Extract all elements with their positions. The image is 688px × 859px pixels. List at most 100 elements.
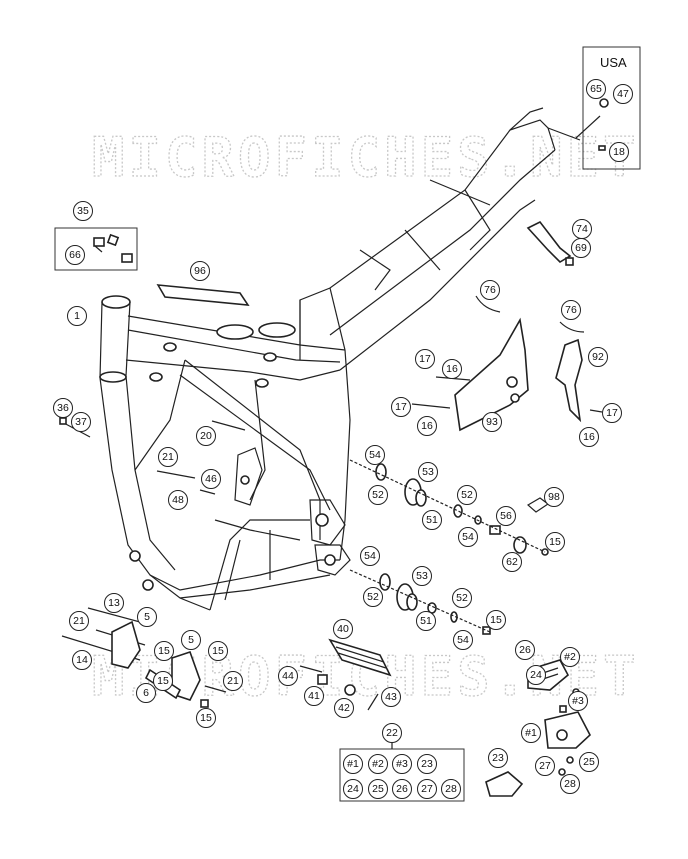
callout-label: 53 bbox=[416, 570, 428, 582]
callout-label: 54 bbox=[462, 531, 474, 543]
callout-label: 54 bbox=[369, 449, 381, 461]
callout-c-47: 47 bbox=[613, 84, 633, 104]
callout-label: 5 bbox=[188, 634, 194, 646]
callout-c-h1b: #1 bbox=[343, 754, 363, 774]
callout-label: 21 bbox=[162, 451, 174, 463]
callout-label: 17 bbox=[419, 353, 431, 365]
callout-label: 15 bbox=[200, 712, 212, 724]
callout-c-27a: 27 bbox=[535, 756, 555, 776]
callout-label: 5 bbox=[144, 611, 150, 623]
callout-c-21b: 21 bbox=[69, 611, 89, 631]
callout-c-52c: 52 bbox=[363, 587, 383, 607]
callout-c-40: 40 bbox=[333, 619, 353, 639]
callout-c-26a: 26 bbox=[515, 640, 535, 660]
callout-c-54a: 54 bbox=[365, 445, 385, 465]
callout-c-5b: 5 bbox=[181, 630, 201, 650]
callout-c-23b: 23 bbox=[417, 754, 437, 774]
callout-label: 22 bbox=[386, 727, 398, 739]
callout-label: 16 bbox=[421, 420, 433, 432]
callout-c-22: 22 bbox=[382, 723, 402, 743]
main-frame bbox=[99, 107, 581, 611]
callout-c-54b: 54 bbox=[458, 527, 478, 547]
callout-label: 25 bbox=[372, 783, 384, 795]
callout-c-6: 6 bbox=[136, 683, 156, 703]
callout-c-25a: 25 bbox=[579, 752, 599, 772]
callout-label: 23 bbox=[421, 758, 433, 770]
callout-label: 56 bbox=[500, 510, 512, 522]
callout-c-15d: 15 bbox=[208, 641, 228, 661]
callout-label: 15 bbox=[212, 645, 224, 657]
callout-c-1: 1 bbox=[67, 306, 87, 326]
usa-label: USA bbox=[600, 55, 627, 70]
callout-c-27b: 27 bbox=[417, 779, 437, 799]
callout-c-16a: 16 bbox=[442, 359, 462, 379]
callout-label: 27 bbox=[421, 783, 433, 795]
callout-label: 46 bbox=[205, 473, 217, 485]
usa-inset-box: USA bbox=[575, 46, 641, 170]
callout-label: 15 bbox=[549, 536, 561, 548]
callout-c-17a: 17 bbox=[415, 349, 435, 369]
callout-c-14: 14 bbox=[72, 650, 92, 670]
callout-label: 17 bbox=[395, 401, 407, 413]
callout-c-h2a: #2 bbox=[560, 647, 580, 667]
callout-c-51b: 51 bbox=[416, 611, 436, 631]
callout-label: 52 bbox=[456, 592, 468, 604]
callout-c-48: 48 bbox=[168, 490, 188, 510]
callout-c-52d: 52 bbox=[452, 588, 472, 608]
upper-axle-hardware bbox=[349, 459, 549, 556]
callout-label: 25 bbox=[583, 756, 595, 768]
callout-c-25b: 25 bbox=[368, 779, 388, 799]
callout-c-53b: 53 bbox=[412, 566, 432, 586]
part-96-plate bbox=[156, 284, 250, 306]
callout-label: 96 bbox=[194, 265, 206, 277]
callout-label: 1 bbox=[74, 310, 80, 322]
callout-label: 53 bbox=[422, 466, 434, 478]
callout-label: 23 bbox=[492, 752, 504, 764]
callout-label: 52 bbox=[372, 489, 384, 501]
callout-label: 16 bbox=[446, 363, 458, 375]
callout-c-21a: 21 bbox=[158, 447, 178, 467]
callout-c-35: 35 bbox=[73, 201, 93, 221]
part-92-guard bbox=[555, 338, 583, 423]
callout-label: 51 bbox=[426, 514, 438, 526]
callout-label: 18 bbox=[613, 146, 625, 158]
callout-c-h3a: #3 bbox=[568, 691, 588, 711]
callout-c-15f: 15 bbox=[196, 708, 216, 728]
callout-c-h1a: #1 bbox=[521, 723, 541, 743]
callout-c-15c: 15 bbox=[154, 641, 174, 661]
callout-label: 48 bbox=[172, 494, 184, 506]
callout-c-15e: 15 bbox=[153, 671, 173, 691]
callout-c-24a: 24 bbox=[526, 665, 546, 685]
callout-label: 52 bbox=[461, 489, 473, 501]
callout-label: 44 bbox=[282, 670, 294, 682]
callout-c-5a: 5 bbox=[137, 607, 157, 627]
callout-c-13: 13 bbox=[104, 593, 124, 613]
lower-axle-hardware bbox=[349, 569, 491, 635]
callout-c-51a: 51 bbox=[422, 510, 442, 530]
callout-c-17b: 17 bbox=[391, 397, 411, 417]
callout-c-28b: 28 bbox=[441, 779, 461, 799]
callout-label: 54 bbox=[364, 550, 376, 562]
callout-c-24b: 24 bbox=[343, 779, 363, 799]
callout-c-15b: 15 bbox=[486, 610, 506, 630]
callout-c-76b: 76 bbox=[561, 300, 581, 320]
callout-label: 24 bbox=[530, 669, 542, 681]
callout-c-92: 92 bbox=[588, 347, 608, 367]
callout-c-16c: 16 bbox=[579, 427, 599, 447]
callout-label: 92 bbox=[592, 351, 604, 363]
callout-c-18: 18 bbox=[609, 142, 629, 162]
callout-c-20: 20 bbox=[196, 426, 216, 446]
callout-label: #2 bbox=[564, 651, 576, 663]
callout-c-62: 62 bbox=[502, 552, 522, 572]
callout-c-65: 65 bbox=[586, 79, 606, 99]
callout-label: 15 bbox=[490, 614, 502, 626]
callout-label: 43 bbox=[385, 691, 397, 703]
callout-label: 47 bbox=[617, 88, 629, 100]
callout-c-15a: 15 bbox=[545, 532, 565, 552]
callout-c-16b: 16 bbox=[417, 416, 437, 436]
callout-label: 17 bbox=[606, 407, 618, 419]
callout-label: 36 bbox=[57, 402, 69, 414]
callout-label: 41 bbox=[308, 690, 320, 702]
part-93-guard bbox=[454, 317, 529, 432]
